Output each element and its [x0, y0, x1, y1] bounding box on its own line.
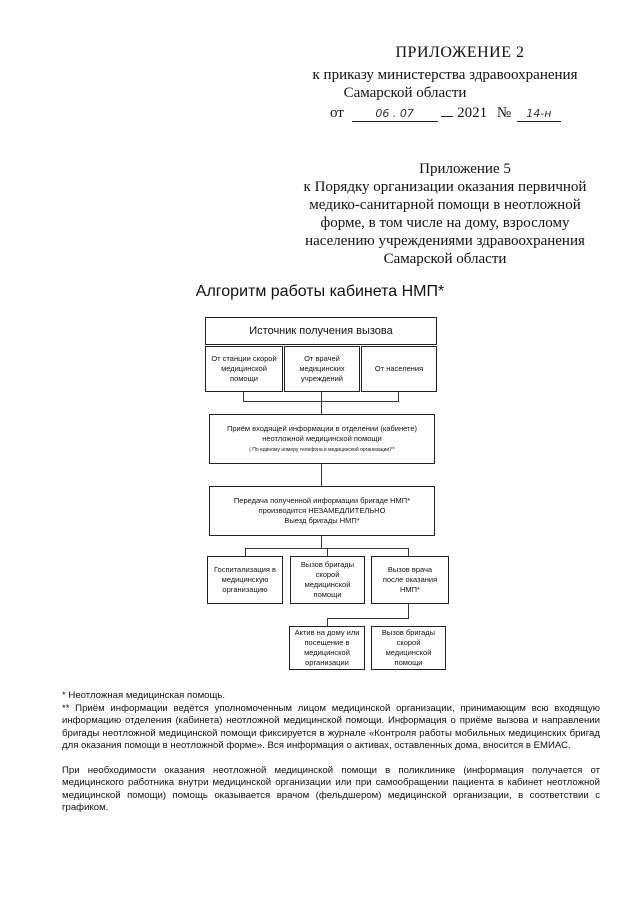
annex-line: к Порядку организации оказания первичной [303, 179, 587, 195]
connector-line [327, 618, 328, 626]
connector-line [245, 548, 246, 556]
sub-label: Актив на дому или посещение в медицинско… [294, 628, 360, 667]
sub-box-ambulance: Вызов бригады скорой медицинской помощи [371, 626, 446, 670]
number-sign: № [496, 105, 512, 121]
annex-title: Приложение 5 [419, 161, 511, 177]
algorithm-title: Алгоритм работы кабинета НМП* [195, 283, 445, 300]
order-year: 2021 [457, 105, 488, 121]
outcome-box-ambulance: Вызов бригады скорой медицинской помощи [290, 556, 365, 604]
source-box-doctors: От врачей медицинских учреждений [284, 346, 360, 392]
source-label: От врачей медицинских учреждений [299, 354, 345, 383]
footnote-3: При необходимости оказания неотложной ме… [62, 765, 600, 813]
outcome-box-hospitalization: Госпитализация в медицинскую организацию [207, 556, 283, 604]
annex-line: медико-санитарной помощи в неотложной [309, 197, 581, 213]
outcome-label: Вызов врача после оказания НМП* [382, 565, 438, 594]
footnote-1: * Неотложная медицинская помощь. [62, 690, 226, 701]
connector-line [243, 392, 244, 401]
connector-line [327, 618, 409, 619]
annex-line: Самарской области [383, 251, 507, 267]
connector-line [327, 548, 328, 556]
annex-line: населению учреждениями здравоохранения [305, 233, 585, 249]
source-header-box: Источник получения вызова [205, 317, 437, 345]
connector-line [408, 548, 409, 556]
transfer-line: Передача полученной информации бригаде Н… [233, 496, 411, 505]
transfer-line: производится НЕЗАМЕДЛИТЕЛЬНО [258, 506, 386, 515]
date-underline-gap [441, 102, 454, 117]
transfer-line: Выезд бригады НМП* [284, 516, 360, 525]
connector-line [321, 464, 322, 486]
transfer-box: Передача полученной информации бригаде Н… [209, 486, 435, 536]
order-reference-line2: Самарской области [343, 85, 467, 101]
connector-line [321, 536, 322, 548]
outcome-label: Госпитализация в медицинскую организацию [213, 565, 277, 594]
annex-description: к Порядку организации оказания первичной… [290, 178, 600, 268]
reception-label: Приём входящей информации в отделении (к… [226, 424, 418, 443]
source-box-ambulance: От станции скорой медицинской помощи [205, 346, 283, 392]
footnote-2: ** Приём информации ведётся уполномоченн… [62, 703, 600, 751]
source-label: От станции скорой медицинской помощи [211, 354, 277, 383]
order-reference-line1: к приказу министерства здравоохранения [312, 67, 578, 83]
reception-box: Приём входящей информации в отделении (к… [209, 414, 435, 464]
sub-box-home-visit: Актив на дому или посещение в медицинско… [289, 626, 365, 670]
appendix-title: ПРИЛОЖЕНИЕ 2 [395, 44, 525, 61]
sub-label: Вызов бригады скорой медицинской помощи [381, 628, 436, 667]
source-label: От населения [374, 364, 424, 373]
handwritten-date: 06 . 07 [351, 107, 438, 122]
source-header-label: Источник получения вызова [249, 325, 393, 337]
annex-line: форме, в том числе на дому, взрослому [320, 215, 570, 231]
outcome-label: Вызов бригады скорой медицинской помощи [300, 560, 355, 599]
connector-line [243, 401, 399, 402]
connector-line [321, 392, 322, 414]
outcome-box-doctor-call: Вызов врача после оказания НМП* [371, 556, 449, 604]
handwritten-number: 14-н [516, 107, 561, 122]
reception-note: ( По единому номеру телефона в медицинск… [249, 447, 395, 453]
connector-line [408, 604, 409, 618]
connector-line [245, 548, 408, 549]
order-date-line: от 06 . 07 2021 № 14-н [330, 102, 590, 122]
connector-line [398, 392, 399, 401]
date-prefix: от [330, 105, 344, 121]
source-box-population: От населения [361, 346, 437, 392]
